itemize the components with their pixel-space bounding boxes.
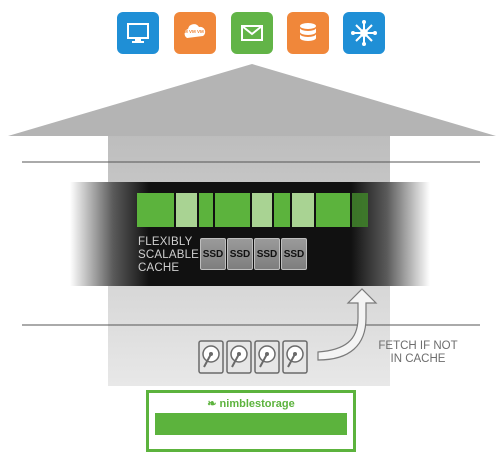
fetch-label: FETCH IF NOT IN CACHE [372, 340, 464, 366]
roof [8, 64, 496, 136]
cache-block [137, 193, 174, 227]
storage-array: ❧ nimblestorage [146, 390, 356, 452]
cache-label: FLEXIBLY SCALABLE CACHE [138, 236, 199, 275]
cache-label-line: FLEXIBLY [138, 236, 193, 248]
cache-block [215, 193, 250, 227]
brand-name: nimblestorage [219, 398, 295, 410]
brand-logo: ❧ nimblestorage [149, 397, 353, 410]
cache-block [292, 193, 314, 227]
cache-block [252, 193, 272, 227]
fetch-label-line: FETCH IF NOT [378, 340, 458, 352]
cache-block [316, 193, 350, 227]
network-hub-icon [343, 12, 385, 54]
hard-disk-icon [226, 340, 252, 374]
mail-icon [231, 12, 273, 54]
cloud-vm-icon: VM VM VM [174, 12, 216, 54]
ssd-drive: SSD [227, 238, 253, 270]
cache-block [274, 193, 290, 227]
monitor-icon [117, 12, 159, 54]
cache-blocks [137, 193, 368, 227]
fetch-arrow [317, 288, 378, 361]
database-icon [287, 12, 329, 54]
ssd-drive: SSD [281, 238, 307, 270]
storage-bar [155, 413, 347, 435]
cache-block [352, 193, 368, 227]
cache-label-line: CACHE [138, 262, 180, 274]
cache-label-line: SCALABLE [138, 249, 200, 261]
hard-disk-icon [282, 340, 308, 374]
hard-disk-icon [254, 340, 280, 374]
ssd-drive: SSD [200, 238, 226, 270]
cache-block [176, 193, 197, 227]
cloud-vm-text: VM VM VM [181, 29, 204, 34]
fetch-label-line: IN CACHE [390, 353, 446, 365]
cache-block [199, 193, 213, 227]
hard-disk-icon [198, 340, 224, 374]
leaf-icon: ❧ [207, 398, 220, 410]
hard-disks [198, 340, 308, 374]
ssd-drive: SSD [254, 238, 280, 270]
